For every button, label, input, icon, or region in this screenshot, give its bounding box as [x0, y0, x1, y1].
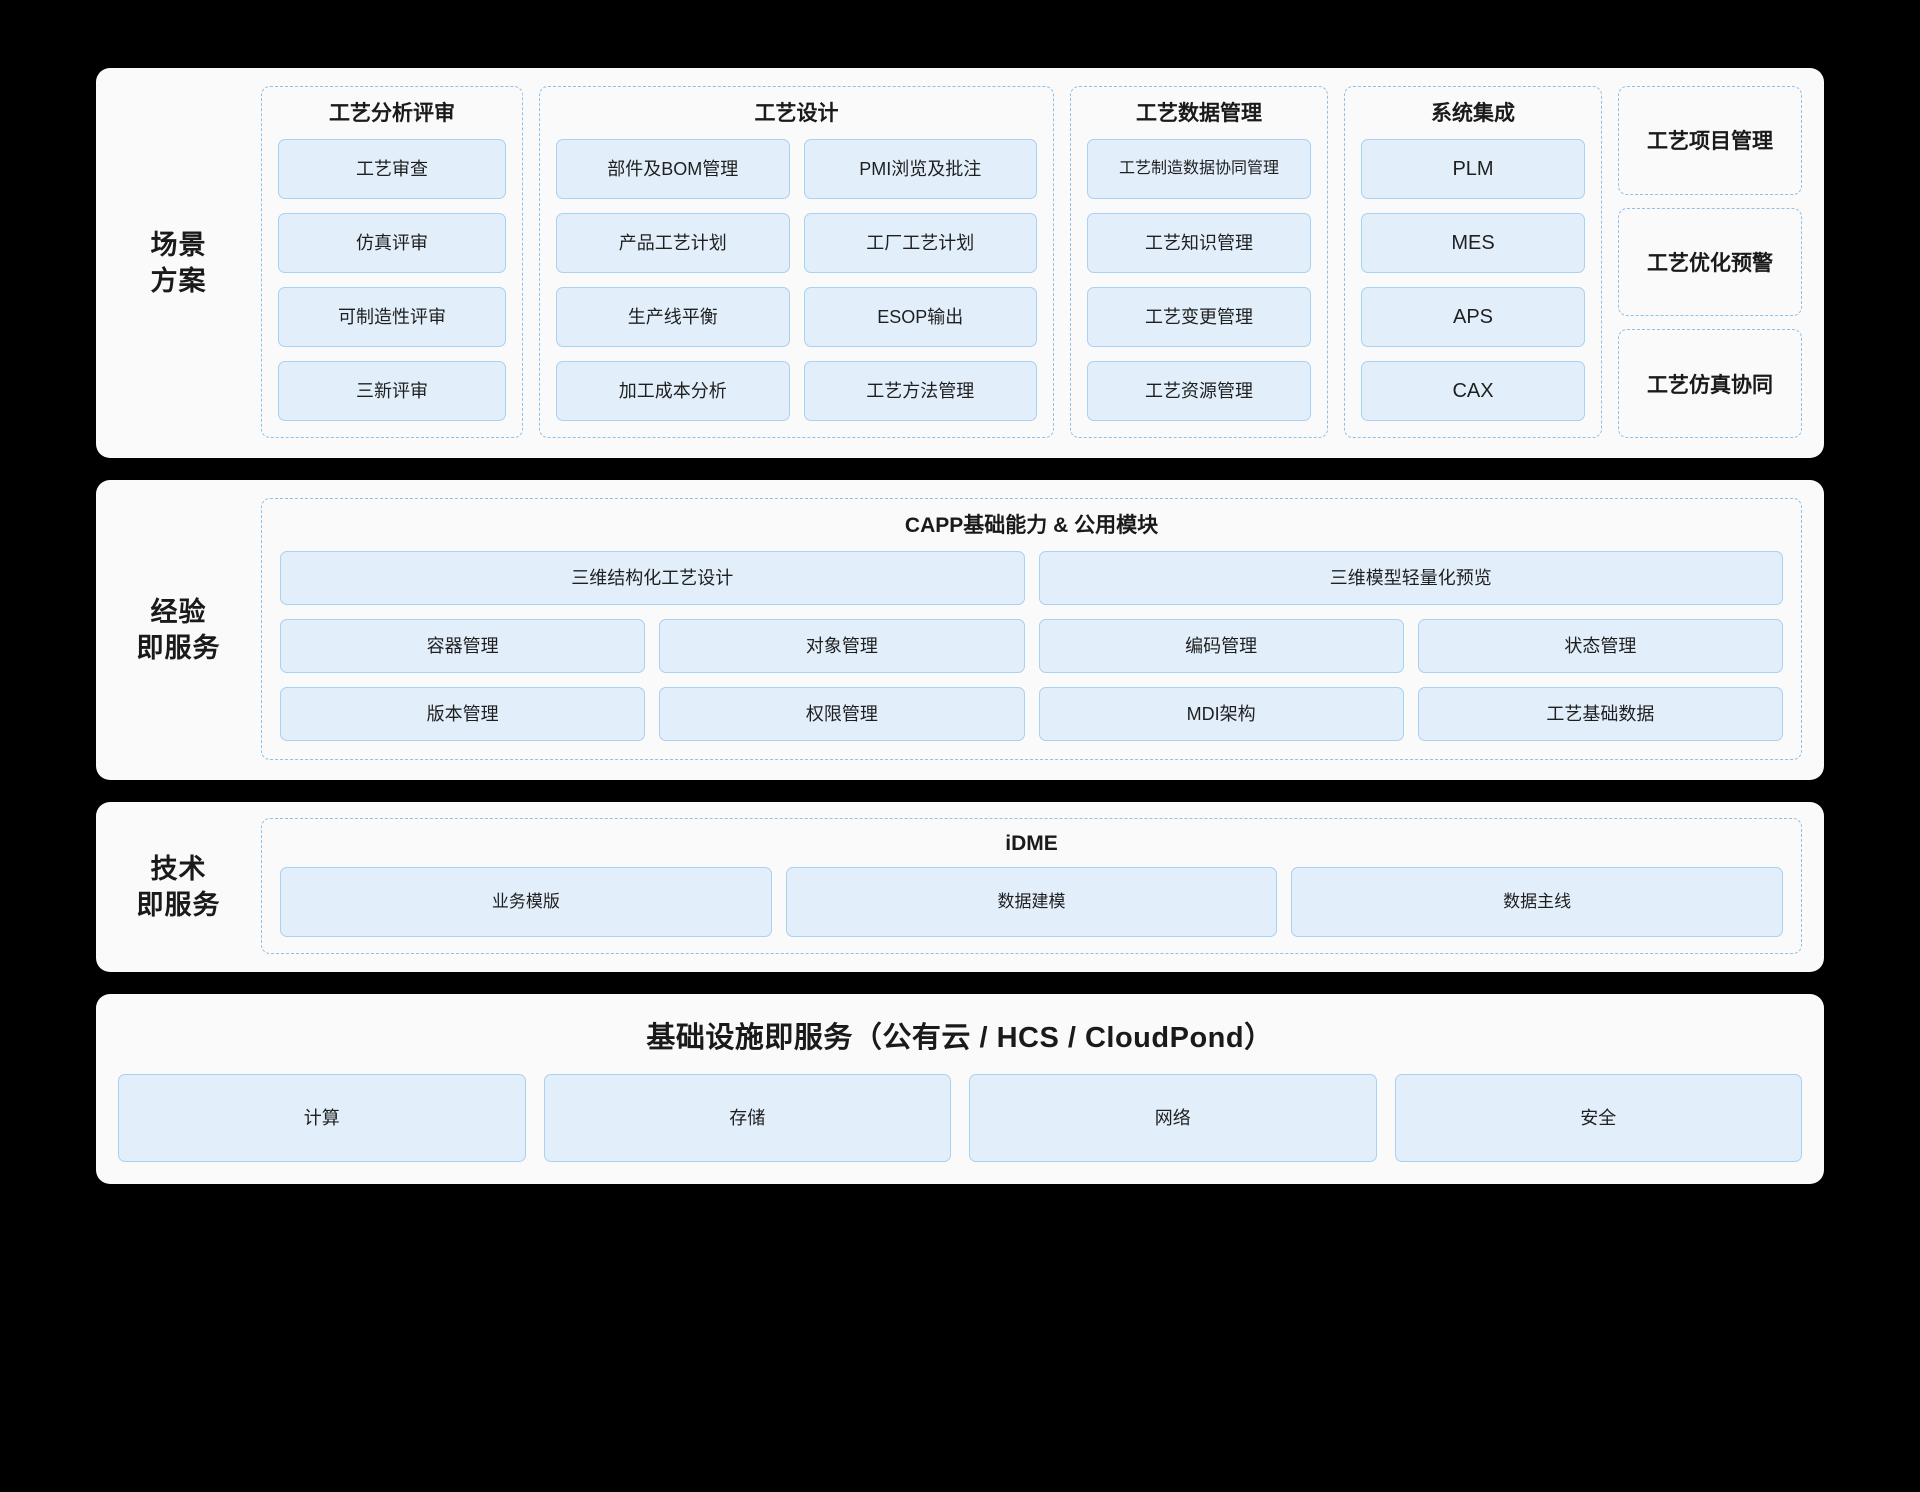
tile-data-modeling[interactable]: 数据建模 [785, 867, 1278, 937]
group-title: 系统集成 [1431, 102, 1515, 125]
tile-object-management[interactable]: 对象管理 [659, 619, 1025, 674]
section-scene-solution: 场景 方案 工艺分析评审 工艺审查 仿真评审 可制造性评审 三新评审 [96, 68, 1824, 458]
section-label-scene: 场景 方案 [96, 68, 261, 458]
group-row: 三维结构化工艺设计 三维模型轻量化预览 [280, 551, 1783, 606]
group-column: 部件及BOM管理 产品工艺计划 生产线平衡 加工成本分析 [556, 139, 790, 421]
group-column: PMI浏览及批注 工厂工艺计划 ESOP输出 工艺方法管理 [803, 139, 1037, 421]
tile-3d-structured-process-design[interactable]: 三维结构化工艺设计 [280, 551, 1025, 606]
section-label-line-1: 经验 [150, 596, 207, 627]
tile-mdi-architecture[interactable]: MDI架构 [1038, 687, 1404, 741]
section-scene-body: 工艺分析评审 工艺审查 仿真评审 可制造性评审 三新评审 工艺设计 部件及BOM… [261, 68, 1824, 458]
tile-simulation-review[interactable]: 仿真评审 [278, 213, 506, 274]
tile-data-mainline[interactable]: 数据主线 [1291, 867, 1784, 937]
group-columns: PLM MES APS CAX [1361, 139, 1585, 421]
infrastructure-title: 基础设施即服务（公有云 / HCS / CloudPond） [646, 1022, 1274, 1054]
group-columns: 工艺审查 仿真评审 可制造性评审 三新评审 [278, 139, 506, 421]
section-label-technology: 技术 即服务 [96, 802, 261, 972]
box-process-optimization-alert[interactable]: 工艺优化预警 [1618, 207, 1802, 317]
section-technology-body: iDME 业务模版 数据建模 数据主线 [261, 802, 1824, 972]
group-columns: 工艺制造数据协同管理 工艺知识管理 工艺变更管理 工艺资源管理 [1087, 139, 1311, 421]
tile-business-template[interactable]: 业务模版 [280, 867, 772, 937]
tile-version-management[interactable]: 版本管理 [280, 687, 646, 741]
group-standalone-modules: 工艺项目管理 工艺优化预警 工艺仿真协同 [1618, 86, 1802, 439]
group-row: 容器管理 对象管理 编码管理 状态管理 [280, 619, 1783, 674]
tile-permission-management[interactable]: 权限管理 [659, 687, 1025, 741]
tile-process-knowledge-management[interactable]: 工艺知识管理 [1087, 213, 1311, 274]
section-infrastructure-as-a-service: 基础设施即服务（公有云 / HCS / CloudPond） 计算 存储 网络 … [96, 994, 1824, 1184]
group-title: 工艺数据管理 [1136, 102, 1262, 125]
tile-process-base-data[interactable]: 工艺基础数据 [1417, 687, 1783, 741]
group-system-integration: 系统集成 PLM MES APS CAX [1344, 86, 1602, 438]
section-label-line-1: 场景 [150, 229, 207, 260]
box-process-project-management[interactable]: 工艺项目管理 [1618, 86, 1802, 195]
group-process-design: 工艺设计 部件及BOM管理 产品工艺计划 生产线平衡 加工成本分析 PMI浏览及… [539, 86, 1054, 438]
tile-3d-model-lightweight-preview[interactable]: 三维模型轻量化预览 [1038, 551, 1783, 606]
tile-security[interactable]: 安全 [1394, 1074, 1802, 1162]
group-idme: iDME 业务模版 数据建模 数据主线 [261, 818, 1802, 954]
tile-code-management[interactable]: 编码管理 [1038, 619, 1404, 674]
group-title: 工艺设计 [754, 102, 839, 125]
section-label-line-2: 即服务 [136, 633, 221, 663]
tile-esop-output[interactable]: ESOP输出 [803, 287, 1037, 348]
tile-part-bom-management[interactable]: 部件及BOM管理 [556, 139, 790, 200]
group-columns: 部件及BOM管理 产品工艺计划 生产线平衡 加工成本分析 PMI浏览及批注 工厂… [556, 139, 1037, 421]
tile-compute[interactable]: 计算 [118, 1074, 526, 1162]
group-rows: 三维结构化工艺设计 三维模型轻量化预览 容器管理 对象管理 编码管理 状态管理 … [280, 551, 1783, 741]
group-column: PLM MES APS CAX [1361, 139, 1585, 421]
tile-production-line-balance[interactable]: 生产线平衡 [556, 287, 790, 348]
group-process-analysis-review: 工艺分析评审 工艺审查 仿真评审 可制造性评审 三新评审 [261, 86, 523, 438]
group-title: CAPP基础能力 & 公用模块 [904, 514, 1159, 537]
tile-aps[interactable]: APS [1361, 287, 1585, 348]
tile-process-resource-management[interactable]: 工艺资源管理 [1087, 361, 1311, 421]
group-column: 工艺审查 仿真评审 可制造性评审 三新评审 [278, 139, 506, 421]
tile-factory-process-plan[interactable]: 工厂工艺计划 [803, 213, 1037, 274]
group-row: 业务模版 数据建模 数据主线 [280, 867, 1784, 937]
section-label-line-1: 技术 [150, 853, 207, 884]
group-process-data-management: 工艺数据管理 工艺制造数据协同管理 工艺知识管理 工艺变更管理 工艺资源管理 [1070, 86, 1328, 438]
tile-mes[interactable]: MES [1361, 213, 1585, 274]
tile-process-change-management[interactable]: 工艺变更管理 [1087, 287, 1311, 348]
section-label-line-2: 即服务 [136, 890, 221, 920]
tile-process-review[interactable]: 工艺审查 [278, 139, 506, 200]
section-experience-body: CAPP基础能力 & 公用模块 三维结构化工艺设计 三维模型轻量化预览 容器管理… [261, 480, 1824, 780]
tile-machining-cost-analysis[interactable]: 加工成本分析 [556, 361, 790, 421]
infrastructure-tiles: 计算 存储 网络 安全 [118, 1074, 1802, 1162]
group-title: 工艺分析评审 [329, 102, 455, 125]
tile-storage[interactable]: 存储 [543, 1074, 951, 1162]
tile-state-management[interactable]: 状态管理 [1417, 619, 1783, 674]
section-technology-as-a-service: 技术 即服务 iDME 业务模版 数据建模 数据主线 [96, 802, 1824, 972]
group-title: iDME [1005, 832, 1058, 855]
tile-three-new-review[interactable]: 三新评审 [278, 361, 506, 421]
tile-manufacturing-data-collab[interactable]: 工艺制造数据协同管理 [1087, 139, 1311, 200]
tile-pmi-browse-annotate[interactable]: PMI浏览及批注 [803, 139, 1037, 200]
section-experience-as-a-service: 经验 即服务 CAPP基础能力 & 公用模块 三维结构化工艺设计 三维模型轻量化… [96, 480, 1824, 780]
tile-product-process-plan[interactable]: 产品工艺计划 [556, 213, 790, 274]
group-row: 版本管理 权限管理 MDI架构 工艺基础数据 [280, 687, 1783, 741]
tile-network[interactable]: 网络 [969, 1074, 1377, 1162]
box-process-simulation-collab[interactable]: 工艺仿真协同 [1618, 329, 1802, 439]
group-column: 工艺制造数据协同管理 工艺知识管理 工艺变更管理 工艺资源管理 [1087, 139, 1311, 421]
section-label-line-2: 方案 [150, 266, 207, 296]
section-label-experience: 经验 即服务 [96, 480, 261, 780]
tile-plm[interactable]: PLM [1361, 139, 1585, 200]
tile-container-management[interactable]: 容器管理 [280, 619, 646, 674]
tile-manufacturability-review[interactable]: 可制造性评审 [278, 287, 506, 348]
group-capp-base-capability: CAPP基础能力 & 公用模块 三维结构化工艺设计 三维模型轻量化预览 容器管理… [261, 498, 1802, 760]
tile-cax[interactable]: CAX [1361, 361, 1585, 421]
tile-process-method-management[interactable]: 工艺方法管理 [803, 361, 1037, 421]
